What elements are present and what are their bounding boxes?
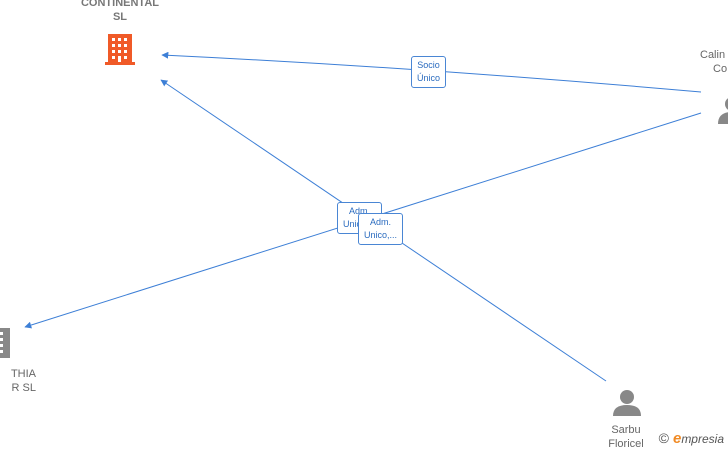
person-calin-label[interactable]: Calin Co bbox=[700, 48, 728, 76]
building-icon bbox=[105, 34, 135, 65]
brand-name: mpresia bbox=[681, 432, 724, 446]
company-thia-label[interactable]: THIA R SL bbox=[0, 367, 36, 395]
building-icon bbox=[0, 328, 10, 358]
company-name-line2: R SL bbox=[11, 382, 36, 394]
edge-label-line1: Adm. bbox=[370, 217, 392, 227]
company-name-line1: THIA bbox=[10, 368, 36, 380]
person-name-line2: Floricel bbox=[608, 438, 644, 450]
edge-label-socio[interactable]: Socio Único bbox=[411, 56, 447, 88]
brand-initial: e bbox=[672, 430, 682, 447]
copyright-symbol: © bbox=[658, 430, 669, 446]
edge-label-line2: Unico,... bbox=[364, 230, 398, 240]
person-sarbu-label[interactable]: Sarbu Floricel bbox=[597, 423, 655, 451]
company-name-line2: SL bbox=[112, 11, 128, 23]
person-name-line1: Calin bbox=[700, 49, 726, 61]
brand-watermark[interactable]: ©empresia bbox=[659, 430, 724, 447]
person-name-line1: Sarbu bbox=[611, 424, 641, 436]
edge-label-line2: Único bbox=[417, 73, 441, 83]
person-icon bbox=[718, 98, 728, 124]
company-name-line1: CONTINENTAL bbox=[80, 0, 159, 9]
person-icon bbox=[613, 390, 641, 416]
edge-label-adm-front[interactable]: Adm. Unico,... bbox=[358, 213, 404, 245]
edge-label-line1: Adm. bbox=[349, 206, 371, 216]
edge-label-line1: Socio bbox=[417, 60, 440, 70]
company-continental-label[interactable]: CONTINENTAL SL bbox=[70, 0, 170, 24]
person-name-line2: Co bbox=[713, 63, 728, 75]
